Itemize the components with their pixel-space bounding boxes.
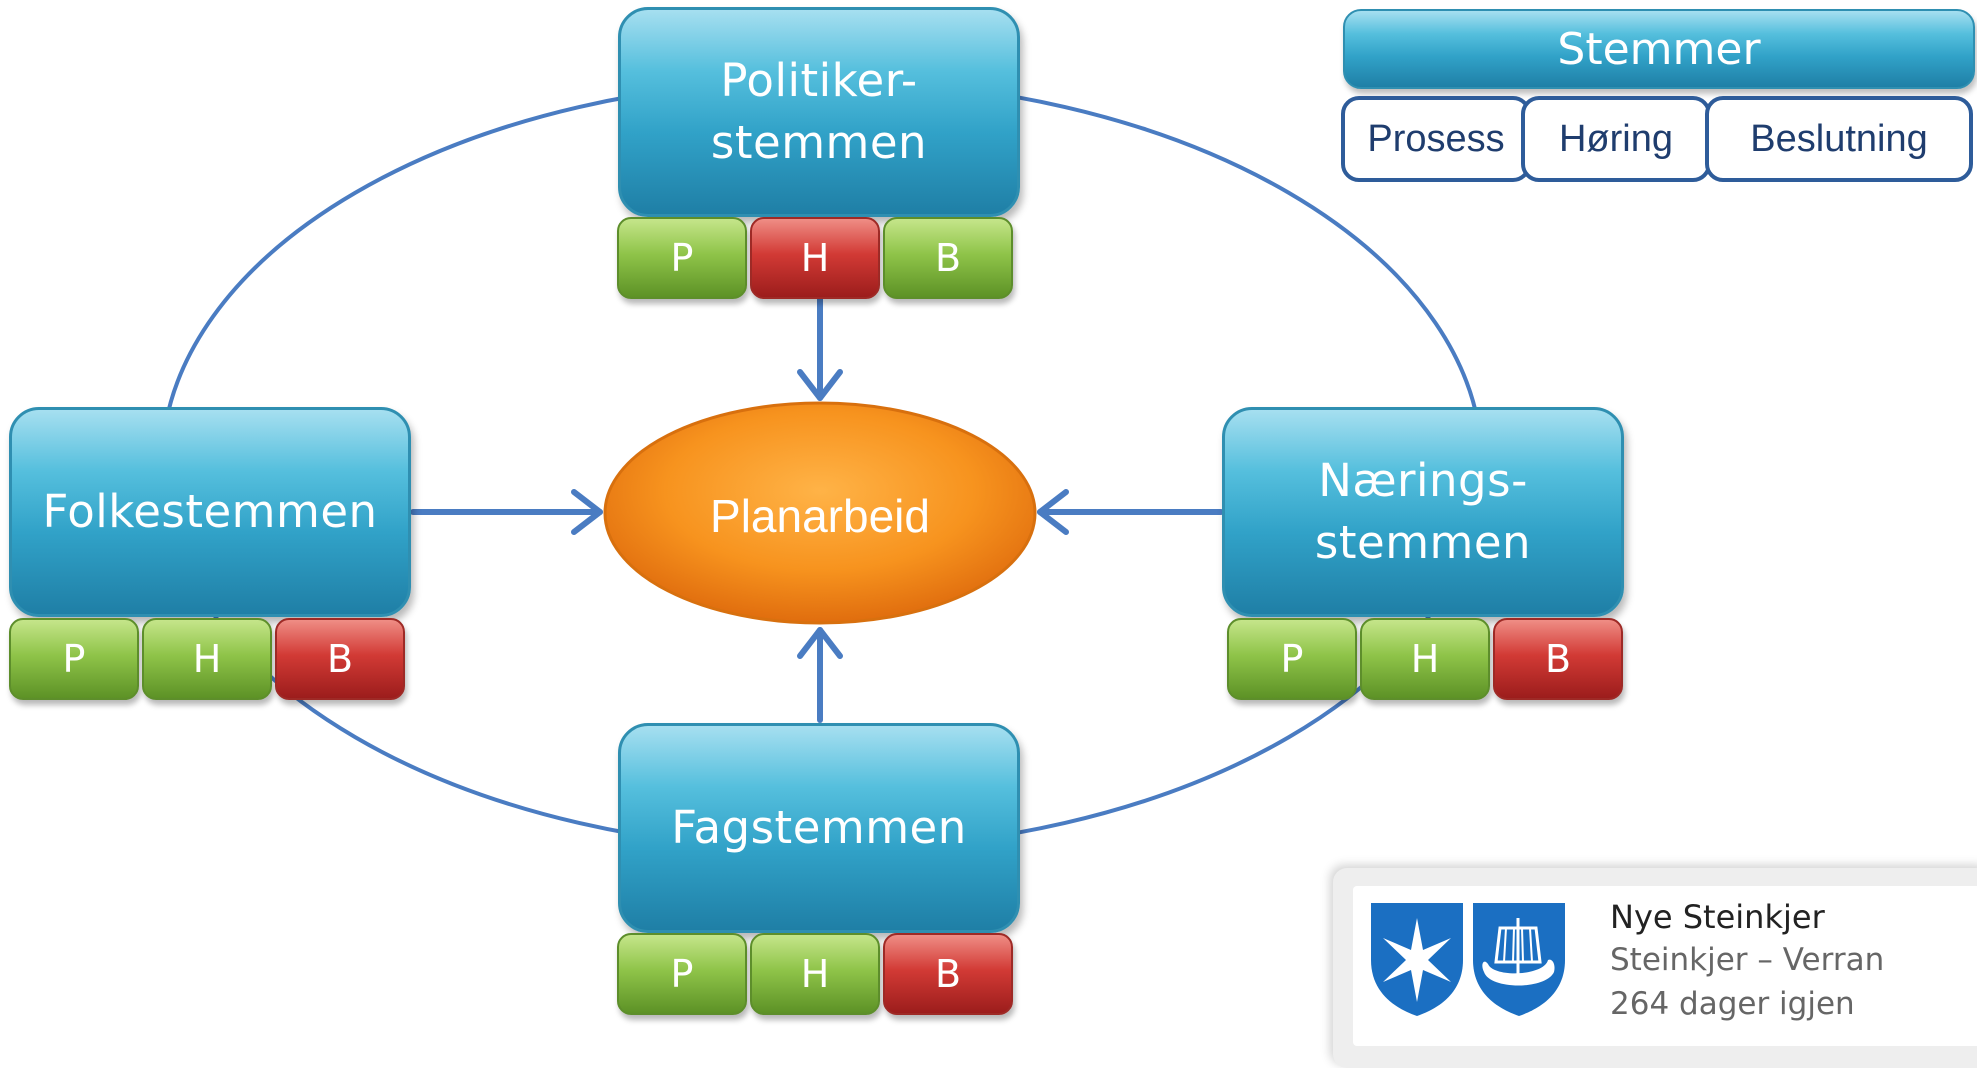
info-subtitle: Steinkjer – Verran — [1610, 942, 1885, 978]
arrowhead-from-folk — [571, 489, 603, 535]
arrowhead-from-fag — [797, 627, 843, 659]
voice-box-folk: Folkestemmen — [9, 407, 411, 617]
cell-fag-beslutning: B — [883, 933, 1013, 1015]
cell-politiker-beslutning: B — [883, 217, 1013, 299]
legend-item-horing: Høring — [1521, 96, 1711, 182]
cell-politiker-prosess: P — [617, 217, 747, 299]
voice-box-naerings: Nærings- stemmen — [1222, 407, 1624, 617]
center-oval — [603, 401, 1037, 625]
cell-fag-horing: H — [750, 933, 880, 1015]
cell-naerings-prosess: P — [1227, 618, 1357, 700]
diagram-canvas: Planarbeid — [160, 78, 1484, 852]
voice-box-politiker: Politiker- stemmen — [618, 7, 1020, 217]
legend-item-beslutning: Beslutning — [1705, 96, 1973, 182]
center-label: Planarbeid — [710, 490, 930, 542]
viking-ship-crest-icon — [1473, 903, 1565, 1016]
info-countdown: 264 dager igjen — [1610, 986, 1855, 1022]
cell-naerings-horing: H — [1360, 618, 1490, 700]
arrowhead-from-politiker — [797, 369, 843, 401]
star-crest-icon — [1371, 903, 1463, 1016]
cell-politiker-horing: H — [750, 217, 880, 299]
cell-fag-prosess: P — [617, 933, 747, 1015]
legend-item-prosess: Prosess — [1341, 96, 1531, 182]
cell-folk-horing: H — [142, 618, 272, 700]
arrowhead-from-naerings — [1037, 489, 1069, 535]
cell-naerings-beslutning: B — [1493, 618, 1623, 700]
cell-folk-prosess: P — [9, 618, 139, 700]
legend-title: Stemmer — [1343, 9, 1975, 89]
voice-box-fag: Fagstemmen — [618, 723, 1020, 933]
cell-folk-beslutning: B — [275, 618, 405, 700]
info-title: Nye Steinkjer — [1610, 898, 1825, 936]
